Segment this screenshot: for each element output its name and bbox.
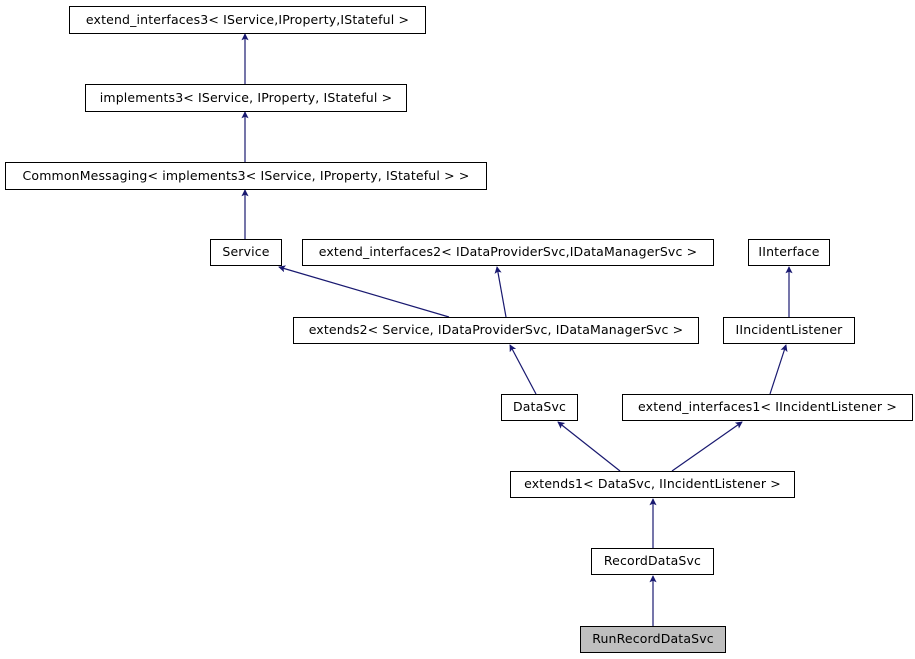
class-node-implements3[interactable]: implements3< IService, IProperty, IState… xyxy=(85,84,407,112)
class-node-label: IIncidentListener xyxy=(735,322,843,338)
inheritance-arrow-extends2-to-extend_interfaces2 xyxy=(494,266,507,318)
class-node-label: CommonMessaging< implements3< IService, … xyxy=(22,167,470,183)
class-node-label: extends1< DataSvc, IIncidentListener > xyxy=(524,476,781,492)
class-node-Service[interactable]: Service xyxy=(210,239,282,266)
class-node-CommonMessaging[interactable]: CommonMessaging< implements3< IService, … xyxy=(5,162,487,190)
class-node-label: DataSvc xyxy=(512,399,567,415)
class-node-extends1[interactable]: extends1< DataSvc, IIncidentListener > xyxy=(510,471,795,498)
class-node-RecordDataSvc[interactable]: RecordDataSvc xyxy=(591,548,714,575)
class-node-IInterface[interactable]: IInterface xyxy=(748,239,830,266)
class-node-extend_interfaces3[interactable]: extend_interfaces3< IService,IProperty,I… xyxy=(69,6,426,34)
class-node-label: RunRecordDataSvc xyxy=(592,631,714,647)
inheritance-arrow-extends1-to-DataSvc xyxy=(557,421,621,472)
class-node-IIncidentListener[interactable]: IIncidentListener xyxy=(723,317,855,344)
class-node-label: extends2< Service, IDataProviderSvc, IDa… xyxy=(308,322,684,338)
class-node-label: IInterface xyxy=(758,244,820,260)
class-node-extend_interfaces2[interactable]: extend_interfaces2< IDataProviderSvc,IDa… xyxy=(302,239,714,266)
class-node-label: RecordDataSvc xyxy=(603,553,702,569)
class-node-extends2[interactable]: extends2< Service, IDataProviderSvc, IDa… xyxy=(293,317,699,344)
inheritance-arrow-extends2-to-Service xyxy=(278,265,450,318)
class-node-label: Service xyxy=(222,244,270,260)
inheritance-arrow-extend_interfaces1-to-IIncidentListener xyxy=(769,344,788,395)
inheritance-edges xyxy=(241,33,793,626)
class-node-label: extend_interfaces2< IDataProviderSvc,IDa… xyxy=(318,244,698,260)
class-node-label: extend_interfaces3< IService,IProperty,I… xyxy=(85,11,410,27)
class-node-DataSvc[interactable]: DataSvc xyxy=(501,394,578,421)
class-node-RunRecordDataSvc[interactable]: RunRecordDataSvc xyxy=(580,626,726,653)
class-node-extend_interfaces1[interactable]: extend_interfaces1< IIncidentListener > xyxy=(622,394,913,421)
inheritance-arrow-extends1-to-extend_interfaces1 xyxy=(671,421,743,472)
class-node-label: implements3< IService, IProperty, IState… xyxy=(99,89,393,105)
inheritance-arrow-DataSvc-to-extends2 xyxy=(509,344,537,395)
class-node-label: extend_interfaces1< IIncidentListener > xyxy=(638,399,897,415)
